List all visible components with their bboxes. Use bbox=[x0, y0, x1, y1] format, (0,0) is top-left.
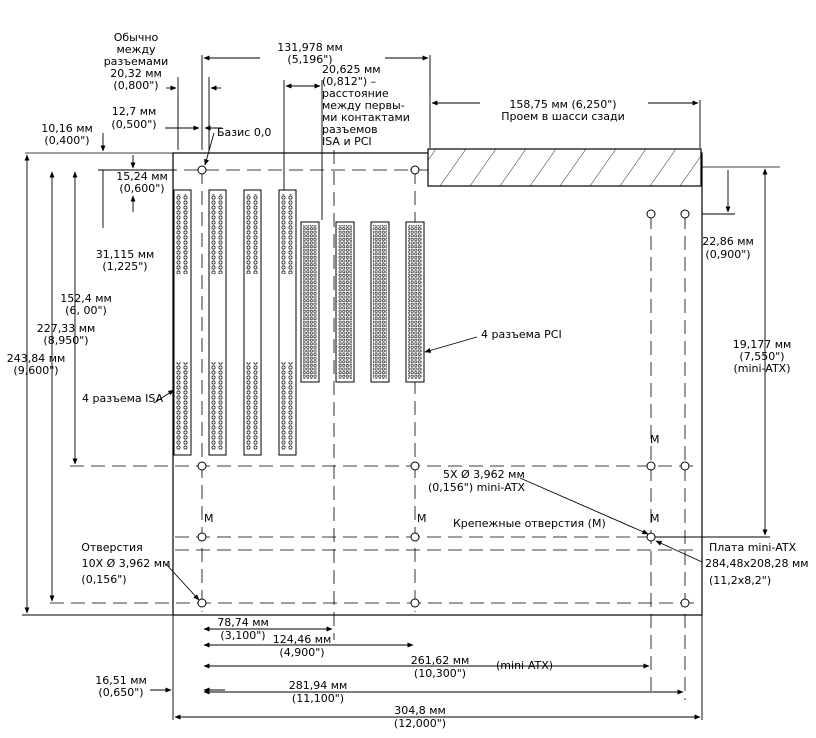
mount-hole bbox=[646, 532, 656, 542]
label-board-1: Плата mini-ATX bbox=[709, 541, 797, 554]
label-typical-spacing-5: (0,800") bbox=[113, 79, 158, 92]
label-dim-12-7-in: (0,500") bbox=[111, 118, 156, 131]
mount-hole bbox=[680, 209, 690, 219]
isa-slots bbox=[173, 189, 297, 456]
label-typical-spacing-4: 20,32 мм bbox=[110, 67, 162, 80]
label-dim-152-4-mm: 152,4 мм bbox=[60, 292, 112, 305]
label-dim-19-177-note: (mini-ATX) bbox=[733, 362, 790, 375]
mount-hole bbox=[197, 165, 207, 175]
label-typical-spacing-1: Обычно bbox=[114, 31, 159, 44]
label-m-2: M bbox=[417, 512, 427, 525]
label-isa-pci-gap-3: расстояние bbox=[322, 87, 389, 100]
label-dim-31-115-in: (1,225") bbox=[102, 260, 147, 273]
label-dim-131-in: (5,196") bbox=[287, 53, 332, 66]
label-dim-281-94-in: (11,100") bbox=[292, 692, 344, 705]
label-typical-spacing-3: разъемами bbox=[104, 55, 169, 68]
label-dim-22-86-mm: 22,86 мм bbox=[702, 235, 754, 248]
label-dim-243-84-in: (9,600") bbox=[13, 364, 58, 377]
label-dim-19-177-mm: 19,177 мм bbox=[733, 338, 792, 351]
label-m-4: M bbox=[650, 512, 660, 525]
label-dim-261-62-in: (10,300") bbox=[414, 667, 466, 680]
mount-hole bbox=[646, 209, 656, 219]
pci-slots bbox=[300, 221, 425, 383]
label-dim-15-24-in: (0,600") bbox=[119, 182, 164, 195]
label-isa-pci-gap-7: ISA и PCI bbox=[322, 135, 372, 148]
label-dim-124-46-mm: 124,46 мм bbox=[273, 633, 332, 646]
label-dim-19-177-in: (7,550") bbox=[739, 350, 784, 363]
label-dim-261-62-mm: 261,62 мм bbox=[411, 654, 470, 667]
label-isa-pci-gap-4: между первы- bbox=[322, 99, 405, 112]
mount-hole bbox=[410, 461, 420, 471]
label-dim-31-115-mm: 31,115 мм bbox=[96, 248, 155, 261]
mount-hole bbox=[646, 461, 656, 471]
label-dim-78-74-in: (3,100") bbox=[220, 629, 265, 642]
label-mini-atx-holes-1: 5X Ø 3,962 мм bbox=[443, 468, 525, 481]
label-opening-dim: 158,75 мм (6,250") bbox=[509, 98, 616, 111]
label-mount-holes: Крепежные отверстия (M) bbox=[453, 517, 606, 530]
label-dim-22-86-in: (0,900") bbox=[705, 248, 750, 261]
label-dim-243-84-mm: 243,84 мм bbox=[7, 352, 66, 365]
label-opening-text: Проем в шасси сзади bbox=[501, 110, 624, 123]
label-dim-12-7-mm: 12,7 мм bbox=[112, 105, 157, 118]
rear-opening bbox=[427, 148, 702, 187]
label-m-1: M bbox=[204, 512, 214, 525]
labels: Обычно между разъемами 20,32 мм (0,800")… bbox=[7, 31, 809, 730]
label-dim-131-mm: 131,978 мм bbox=[277, 41, 343, 54]
mount-hole bbox=[410, 532, 420, 542]
mounting-holes bbox=[197, 165, 690, 608]
mount-hole bbox=[680, 461, 690, 471]
label-holes-3: (0,156") bbox=[81, 573, 126, 586]
mount-hole bbox=[410, 165, 420, 175]
label-dim-152-4-in: (6, 00") bbox=[65, 304, 107, 317]
mount-hole bbox=[197, 532, 207, 542]
dimension-lines bbox=[22, 55, 770, 720]
label-dim-10-16-mm: 10,16 мм bbox=[41, 122, 93, 135]
mount-hole bbox=[197, 598, 207, 608]
label-dim-261-62-note: (mini-ATX) bbox=[496, 659, 553, 672]
label-holes-1: Отверстия bbox=[81, 541, 143, 554]
label-dim-16-51-mm: 16,51 мм bbox=[95, 674, 147, 687]
mount-hole bbox=[197, 461, 207, 471]
label-isa-slots: 4 разъема ISA bbox=[82, 392, 164, 405]
label-isa-pci-gap-6: разъемов bbox=[322, 123, 378, 136]
label-isa-pci-gap-1: 20,625 мм bbox=[322, 63, 381, 76]
label-dim-227-33-mm: 227,33 мм bbox=[37, 322, 96, 335]
label-dim-227-33-in: (8,950") bbox=[43, 334, 88, 347]
label-dim-10-16-in: (0,400") bbox=[44, 134, 89, 147]
label-dim-304-8-mm: 304,8 мм bbox=[394, 704, 446, 717]
label-dim-124-46-in: (4,900") bbox=[279, 646, 324, 659]
label-typical-spacing-2: между bbox=[116, 43, 156, 56]
label-dim-16-51-in: (0,650") bbox=[98, 686, 143, 699]
label-dim-304-8-in: (12,000") bbox=[394, 717, 446, 730]
mount-hole bbox=[680, 598, 690, 608]
label-dim-78-74-mm: 78,74 мм bbox=[217, 616, 269, 629]
label-isa-pci-gap-2: (0,812") – bbox=[322, 75, 376, 88]
label-pci-slots: 4 разъема PCI bbox=[481, 328, 562, 341]
label-datum: Базис 0,0 bbox=[217, 126, 271, 139]
label-mini-atx-holes-2: (0,156") mini-ATX bbox=[428, 481, 526, 494]
label-dim-15-24-mm: 15,24 мм bbox=[116, 170, 168, 183]
label-board-3: (11,2x8,2") bbox=[709, 574, 771, 587]
label-holes-2: 10X Ø 3,962 мм bbox=[82, 557, 171, 570]
label-board-2: 284,48x208,28 мм bbox=[705, 557, 809, 570]
label-m-3: M bbox=[650, 433, 660, 446]
label-isa-pci-gap-5: ми контактами bbox=[322, 111, 410, 124]
label-dim-281-94-mm: 281,94 мм bbox=[289, 679, 348, 692]
mount-hole bbox=[410, 598, 420, 608]
